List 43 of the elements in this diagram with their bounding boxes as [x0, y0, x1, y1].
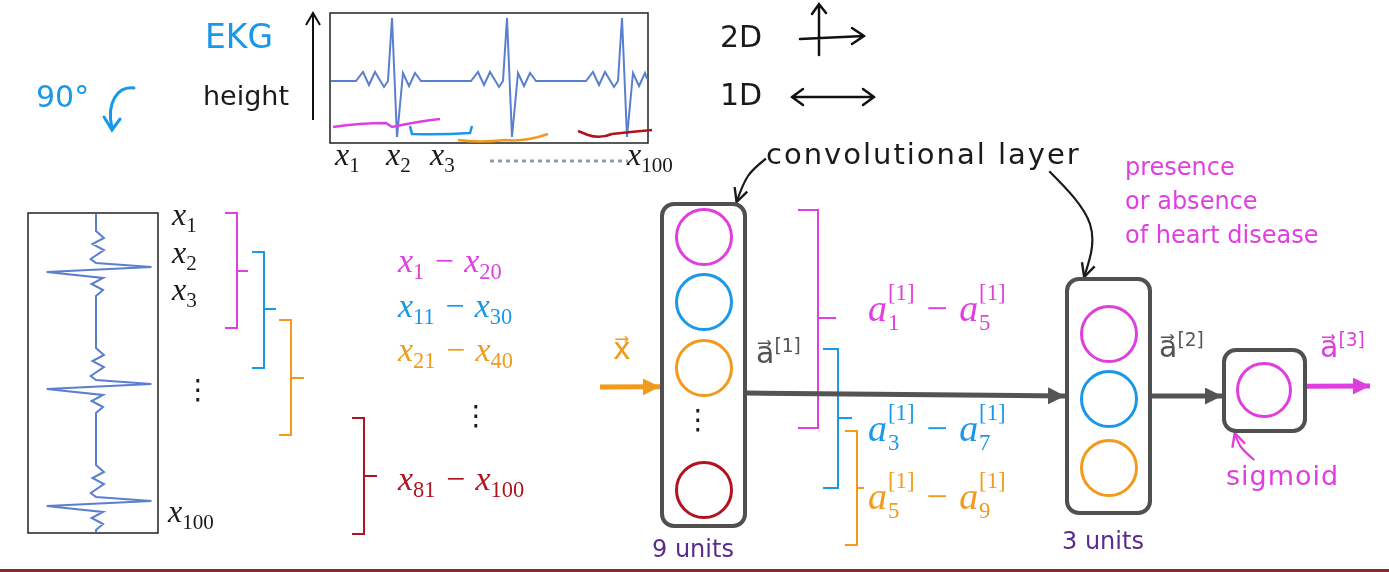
- unit-count-label: 9 units: [652, 536, 734, 564]
- neuron-circle: [1080, 370, 1138, 428]
- neuron-circle: [675, 339, 733, 397]
- neuron-circle: [1236, 362, 1292, 418]
- sample-label: x$_{100}$: [168, 495, 214, 532]
- annotation-text: presence or absence of heart disease: [1125, 152, 1319, 251]
- vertical-ellipsis: ⋮: [462, 400, 490, 433]
- neuron-circle: [675, 208, 733, 266]
- arrow: [1307, 377, 1370, 395]
- range-label: x$_{81}$ − x$_{100}$: [398, 462, 525, 501]
- layer-box: [660, 202, 747, 528]
- sample-label: x$_{100}$: [627, 138, 673, 175]
- output-box: [1222, 348, 1307, 433]
- neuron-circle: [675, 273, 733, 331]
- mode-label: 1D: [720, 78, 763, 113]
- neuron-circle: [1080, 305, 1138, 363]
- leader-arrow: [1048, 170, 1096, 279]
- layer-box: [1065, 277, 1152, 515]
- vertical-ellipsis: ⋮: [684, 404, 712, 437]
- sample-label: x$_{1}$: [335, 138, 360, 175]
- sample-label: x$_{2}$: [386, 138, 411, 175]
- rotation-label: 90°: [36, 80, 90, 115]
- sample-label: x$_{3}$: [172, 273, 197, 310]
- plot-title: EKG: [205, 18, 274, 56]
- unit-count-label: 3 units: [1062, 528, 1144, 556]
- range-label: x$_{11}$ − x$_{30}$: [398, 289, 513, 328]
- neuron-circle: [1080, 439, 1138, 497]
- annotation-text: sigmoid: [1226, 460, 1340, 492]
- range-label: x$_{1}$ − x$_{20}$: [398, 244, 502, 283]
- annotation-text: convolutional layer: [766, 138, 1081, 172]
- mode-label: 2D: [720, 20, 763, 55]
- leader-arrow: [1231, 431, 1255, 461]
- arrow: [600, 378, 660, 396]
- axis-label: height: [203, 80, 290, 112]
- vertical-ellipsis: ⋮: [184, 374, 212, 407]
- sample-label: x$_{2}$: [172, 236, 197, 273]
- range-label: x$_{21}$ − x$_{40}$: [398, 333, 513, 372]
- neuron-circle: [675, 461, 733, 519]
- arrow: [1152, 387, 1222, 405]
- sample-label: x$_{3}$: [430, 138, 455, 175]
- arrow: [746, 387, 1066, 405]
- sample-label: x$_{1}$: [172, 198, 197, 235]
- leader-arrow: [733, 157, 767, 204]
